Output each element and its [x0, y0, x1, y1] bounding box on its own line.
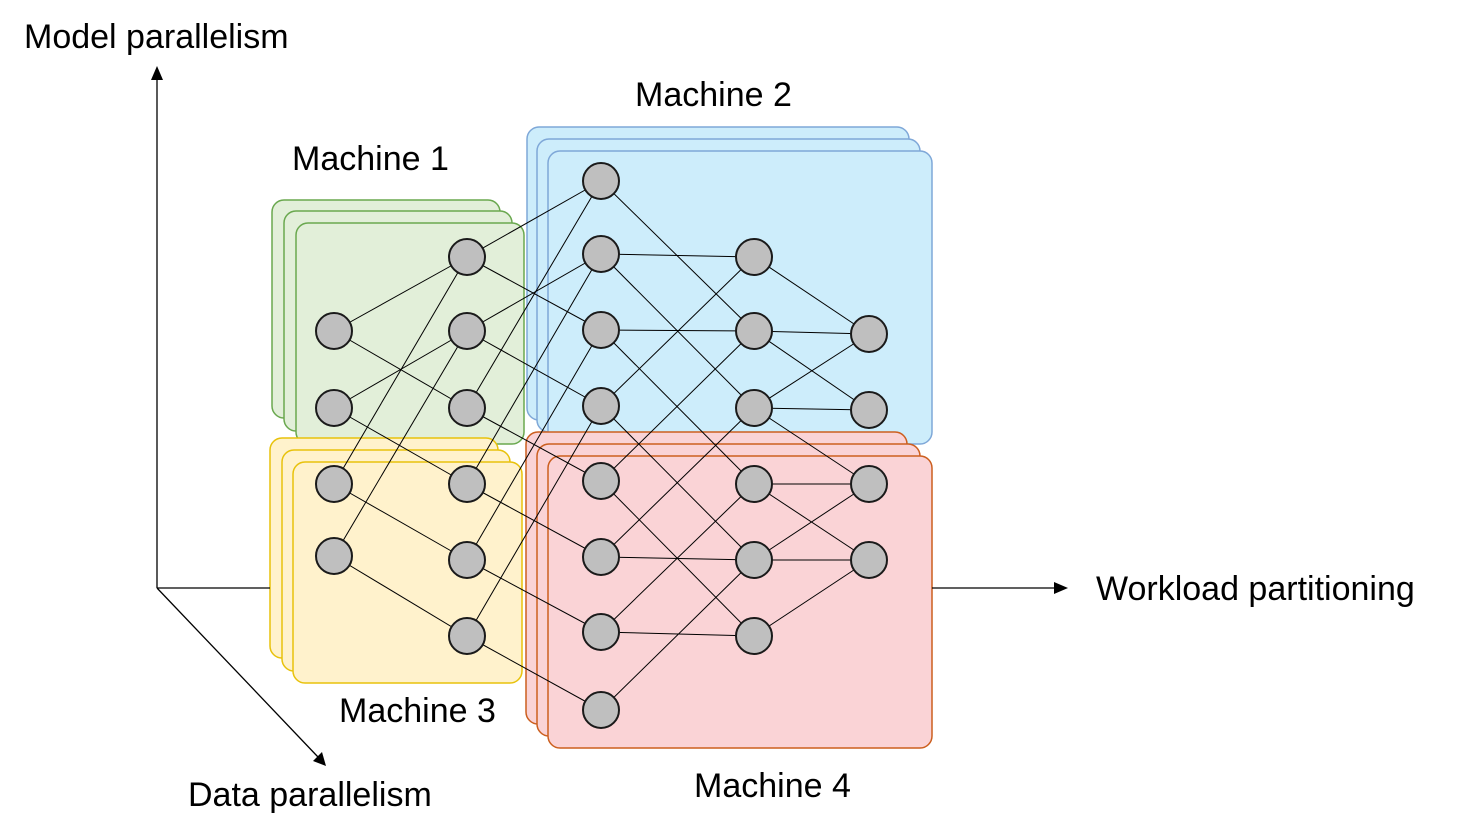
neuron-node-A1 — [315, 389, 353, 427]
edge-A3-B5 — [333, 555, 468, 637]
neuron-node-D2 — [735, 389, 773, 427]
machine-1-panels — [271, 199, 525, 445]
edge-B2-C0 — [466, 180, 602, 409]
neuron-node-C5 — [582, 538, 620, 576]
machine-4-panels — [525, 431, 933, 749]
neuron-node-D0 — [735, 238, 773, 276]
neuron-node-D1 — [735, 312, 773, 350]
edge-C3-D0 — [600, 256, 755, 407]
edge-D4-E2 — [753, 483, 870, 561]
machine-4-label: Machine 4 — [694, 767, 851, 805]
neuron-node-C2 — [582, 311, 620, 349]
neuron-node-D4 — [735, 541, 773, 579]
edge-B3-C1 — [466, 253, 602, 485]
neuron-node-E0 — [850, 315, 888, 353]
edge-B4-C2 — [466, 329, 602, 561]
machine-2-label: Machine 2 — [635, 76, 792, 114]
network-nodes — [315, 162, 888, 729]
neuron-node-A3 — [315, 537, 353, 575]
edge-C2-D3 — [600, 329, 755, 485]
edge-D0-E0 — [753, 256, 870, 335]
neuron-node-D5 — [735, 617, 773, 655]
edge-B1-C1 — [466, 253, 602, 332]
neuron-node-C7 — [582, 691, 620, 729]
edge-A3-B1 — [333, 330, 468, 557]
data-parallelism-axis-line — [156, 587, 319, 758]
network-edges — [333, 180, 870, 711]
edge-D2-E0 — [753, 333, 870, 409]
neuron-node-B3 — [448, 465, 486, 503]
neuron-node-C3 — [582, 387, 620, 425]
neuron-node-B0 — [448, 238, 486, 276]
edge-A2-B4 — [333, 483, 468, 561]
edge-C5-D2 — [600, 407, 755, 558]
data-parallelism-arrowhead-icon — [313, 752, 326, 766]
neuron-node-E2 — [850, 465, 888, 503]
neuron-node-B5 — [448, 617, 486, 655]
neuron-node-A2 — [315, 465, 353, 503]
edge-C6-D5 — [600, 631, 755, 637]
edge-A2-B0 — [333, 256, 468, 485]
neuron-node-E1 — [850, 391, 888, 429]
data-parallelism-label: Data parallelism — [188, 776, 432, 814]
edge-D2-E1 — [753, 407, 870, 411]
model-parallelism-arrowhead-icon — [151, 66, 163, 80]
edge-C1-D0 — [600, 253, 755, 258]
edge-A1-B1 — [333, 330, 468, 409]
edge-C2-D1 — [600, 329, 755, 332]
edge-C4-D1 — [600, 330, 755, 482]
machine-3-label: Machine 3 — [339, 692, 496, 730]
workload-partitioning-label: Workload partitioning — [1096, 570, 1415, 608]
workload-arrowhead-icon — [1054, 582, 1068, 594]
model-parallelism-label: Model parallelism — [24, 18, 289, 56]
neuron-node-E3 — [850, 541, 888, 579]
neuron-node-C6 — [582, 613, 620, 651]
neuron-node-B4 — [448, 541, 486, 579]
edge-C6-D3 — [600, 483, 755, 633]
edge-B5-C7 — [466, 635, 602, 711]
neuron-node-C4 — [582, 462, 620, 500]
neuron-node-C0 — [582, 162, 620, 200]
edge-B0-C0 — [466, 180, 602, 258]
machine-1-label: Machine 1 — [292, 140, 449, 178]
neuron-node-D3 — [735, 465, 773, 503]
machine-4-panel-front — [547, 455, 933, 749]
edge-D5-E3 — [753, 559, 870, 637]
edge-B5-C3 — [466, 405, 602, 637]
neuron-node-B1 — [448, 312, 486, 350]
edge-C7-D4 — [600, 559, 755, 711]
axes — [151, 66, 1068, 766]
edge-D2-E2 — [753, 407, 870, 485]
neuron-node-C1 — [582, 235, 620, 273]
edge-B4-C6 — [466, 559, 602, 633]
edge-A0-B0 — [333, 256, 468, 332]
neuron-node-B2 — [448, 389, 486, 427]
edge-B0-C2 — [466, 256, 602, 331]
edge-D1-E0 — [753, 330, 870, 335]
neuron-node-A0 — [315, 312, 353, 350]
edge-A1-B3 — [333, 407, 468, 485]
